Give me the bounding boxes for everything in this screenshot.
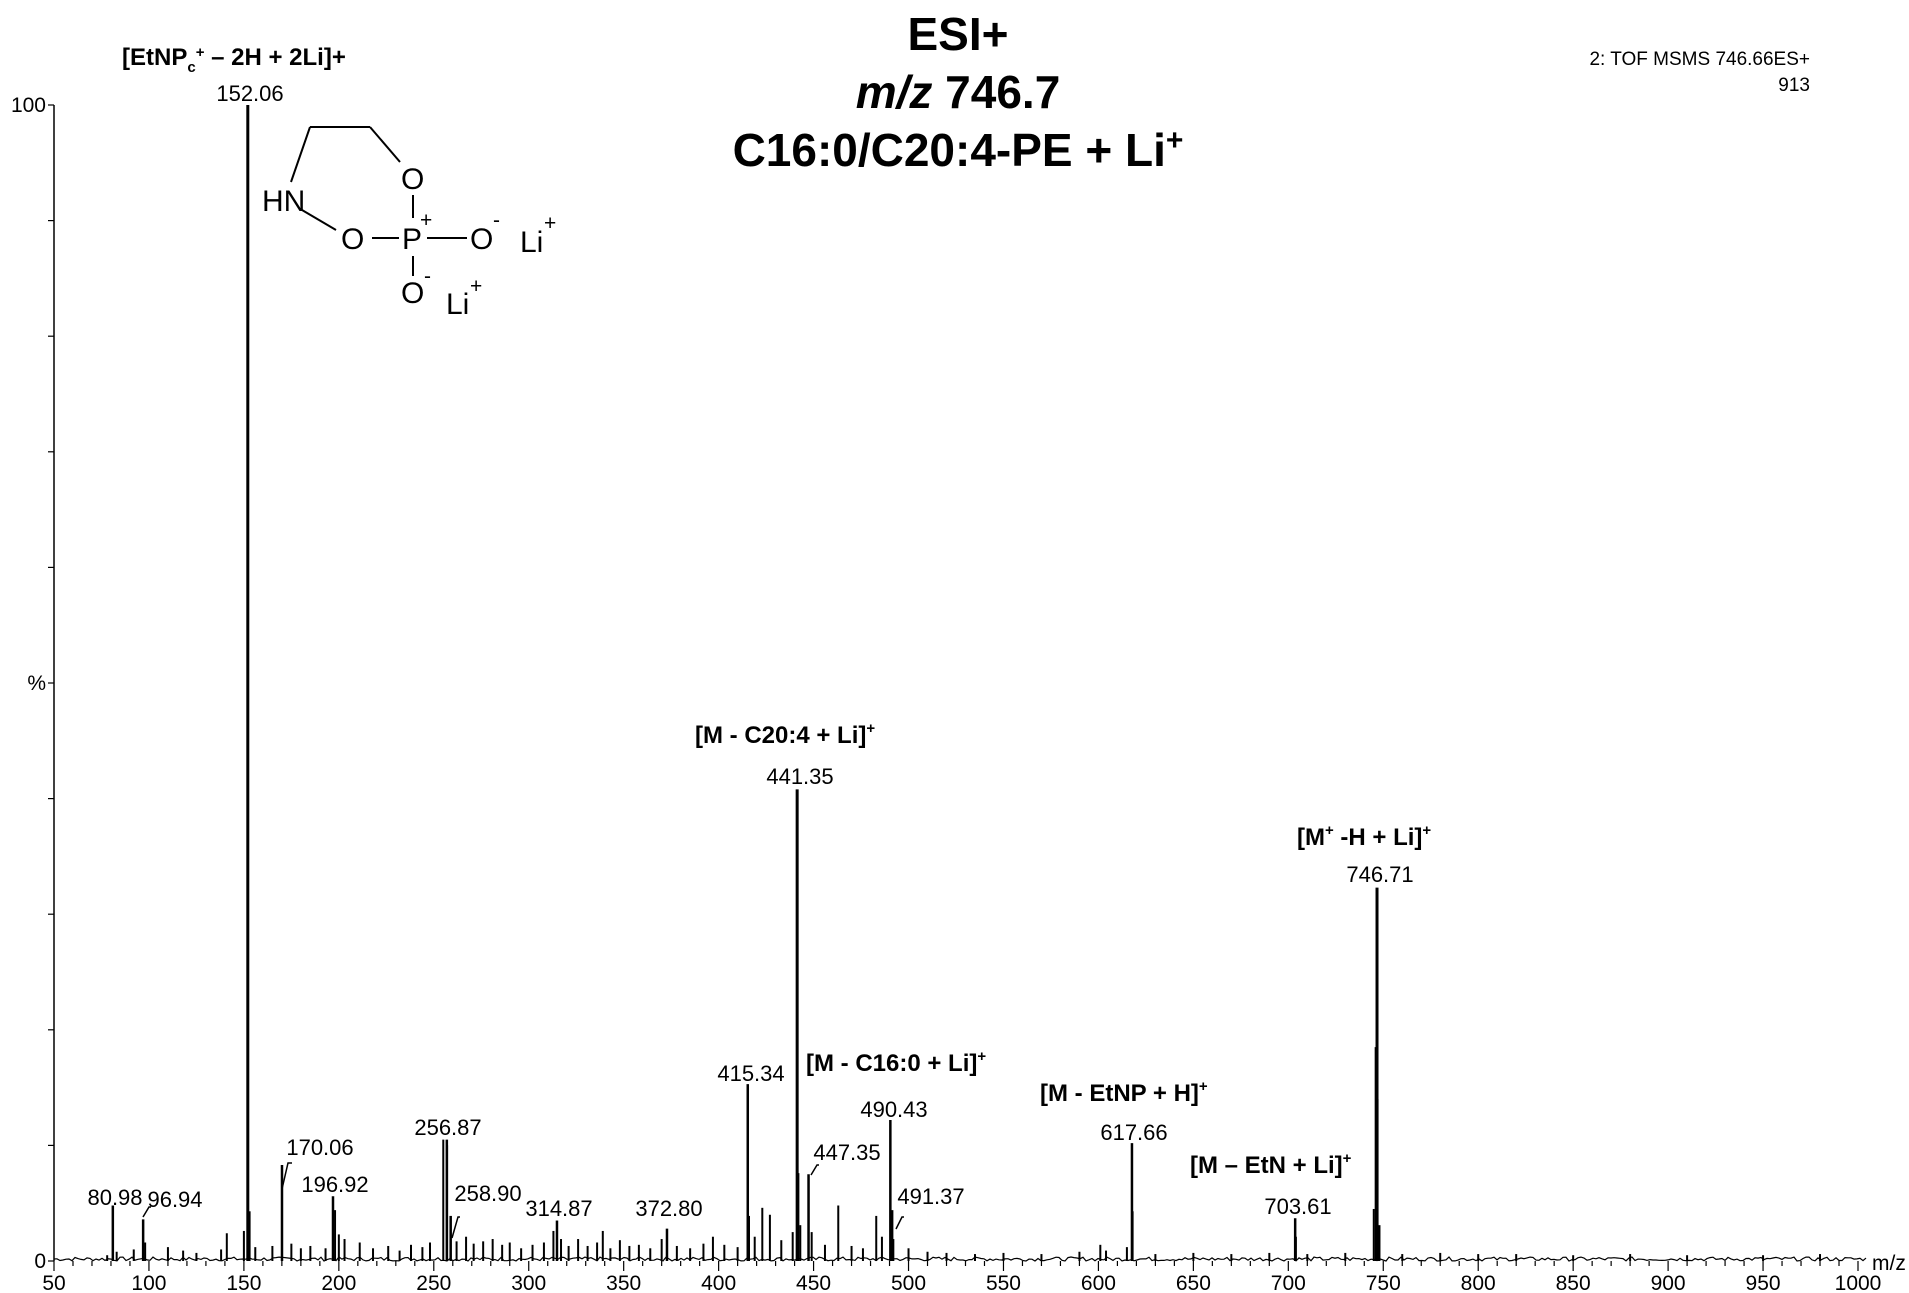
- x-tick-label: 1000: [1835, 1272, 1882, 1293]
- title-line-1: ESI+: [907, 8, 1008, 60]
- annotation-m-h-li: [M+ -H + Li]+: [1297, 822, 1431, 851]
- x-tick-label: 50: [42, 1272, 65, 1293]
- atom-o-ring-top: O: [401, 163, 424, 196]
- x-axis-label: m/z: [1872, 1252, 1906, 1275]
- y-tick-label: 100: [11, 94, 46, 117]
- x-tick-label: 400: [701, 1272, 736, 1293]
- title-line-3: C16:0/C20:4-PE + Li+: [733, 124, 1184, 176]
- peak-label: 447.35: [813, 1140, 880, 1165]
- atom-li-1: Li: [520, 226, 543, 259]
- atom-li-2: Li: [446, 288, 469, 321]
- minor-peaks: [106, 1047, 1822, 1261]
- x-tick-label: 300: [511, 1272, 546, 1293]
- bond-n-o: [301, 209, 337, 231]
- x-tick-label: 700: [1271, 1272, 1306, 1293]
- peak-label: 441.35: [766, 764, 833, 789]
- peak-label: 96.94: [147, 1187, 202, 1212]
- title-mz-value: 746.7: [932, 66, 1060, 118]
- title-line-2: m/z 746.7: [856, 66, 1061, 118]
- annotation-m-c20-4: [M - C20:4 + Li]+: [695, 720, 875, 749]
- annotation-m-etnp: [M - EtNP + H]+: [1040, 1078, 1208, 1107]
- major-peaks: [111, 105, 1379, 1261]
- leader-258-90: [451, 1216, 460, 1239]
- bond-n-ch2: [290, 126, 311, 183]
- leader-170-06: [281, 1162, 292, 1190]
- annotation-m-etn: [M – EtN + Li]+: [1190, 1150, 1352, 1179]
- atom-o-bottom-charge: -: [424, 265, 431, 288]
- title-compound-sup: +: [1166, 124, 1184, 157]
- x-tick-label: 500: [891, 1272, 926, 1293]
- x-tick-label: 800: [1461, 1272, 1496, 1293]
- peak-label: 258.90: [454, 1181, 521, 1206]
- x-tick-label: 450: [796, 1272, 831, 1293]
- atom-o-ring-left: O: [341, 223, 364, 256]
- title-mz-italic: m/z: [856, 66, 933, 118]
- x-tick-label: 250: [416, 1272, 451, 1293]
- x-tick-label: 600: [1081, 1272, 1116, 1293]
- title-compound: C16:0/C20:4-PE + Li: [733, 124, 1166, 176]
- peak-label: 415.34: [717, 1061, 784, 1086]
- x-tick-label: 650: [1176, 1272, 1211, 1293]
- peak-label: 372.80: [635, 1196, 702, 1221]
- baseline-trace: [53, 1256, 1867, 1262]
- x-tick-label: 100: [131, 1272, 166, 1293]
- atom-o-right: O: [470, 223, 493, 256]
- x-tick-label: 900: [1651, 1272, 1686, 1293]
- label-leader-lines: [142, 1162, 904, 1239]
- x-tick-label: 950: [1746, 1272, 1781, 1293]
- peak-label: 256.87: [414, 1115, 481, 1140]
- baseline-noise: [53, 1256, 1867, 1262]
- x-tick-label: 350: [606, 1272, 641, 1293]
- annotation-etnpc: [EtNPc+ – 2H + 2Li]+: [122, 44, 346, 76]
- structure-bonds: [290, 126, 467, 276]
- atom-p: P: [402, 223, 422, 256]
- x-tick-label: 550: [986, 1272, 1021, 1293]
- peak-label: 170.06: [286, 1135, 353, 1160]
- chemical-structure: HN O O P + O - Li + O - Li +: [262, 126, 556, 321]
- x-tick-label: 150: [226, 1272, 261, 1293]
- peak-label: 152.06: [216, 81, 283, 106]
- leader-96-94: [142, 1206, 151, 1218]
- x-tick-label: 850: [1556, 1272, 1591, 1293]
- atom-hn: HN: [262, 185, 305, 218]
- bond-ch2-o: [369, 126, 401, 163]
- x-tick-label: 200: [321, 1272, 356, 1293]
- peak-label: 617.66: [1100, 1120, 1167, 1145]
- atom-p-charge: +: [420, 209, 432, 232]
- atom-li-1-charge: +: [544, 212, 556, 235]
- peak-label: 80.98: [87, 1185, 142, 1210]
- fragment-annotations: [EtNPc+ – 2H + 2Li]+ [M - C20:4 + Li]+ […: [122, 44, 1431, 1179]
- peak-label: 314.87: [525, 1196, 592, 1221]
- chart-title: ESI+ m/z 746.7 C16:0/C20:4-PE + Li+: [733, 8, 1184, 176]
- y-axis-tick-labels: 100% 0: [11, 94, 46, 1273]
- y-axis-tick-marks: [48, 104, 54, 1262]
- peak-label: 491.37: [897, 1184, 964, 1209]
- atom-o-right-charge: -: [493, 209, 500, 232]
- peak-label: 196.92: [301, 1172, 368, 1197]
- x-axis-tick-marks: [53, 1261, 1859, 1271]
- x-axis-tick-labels: 50 100 150 200 250 300 350 400 450 500 550 600 650 70…: [42, 1272, 1881, 1293]
- atom-li-2-charge: +: [470, 275, 482, 298]
- y-tick-label: %: [27, 672, 46, 695]
- peak-label: 746.71: [1346, 862, 1413, 887]
- y-tick-label: 0: [34, 1250, 46, 1273]
- atom-o-bottom: O: [401, 277, 424, 310]
- instrument-info-line-2: 913: [1778, 75, 1810, 96]
- instrument-info-line-1: 2: TOF MSMS 746.66ES+: [1589, 49, 1810, 70]
- peak-label: 703.61: [1264, 1194, 1331, 1219]
- annotation-m-c16-0: [M - C16:0 + Li]+: [806, 1048, 986, 1077]
- x-tick-label: 750: [1366, 1272, 1401, 1293]
- leader-447-35: [810, 1164, 819, 1176]
- leader-491-37: [895, 1216, 904, 1230]
- peak-label: 490.43: [860, 1097, 927, 1122]
